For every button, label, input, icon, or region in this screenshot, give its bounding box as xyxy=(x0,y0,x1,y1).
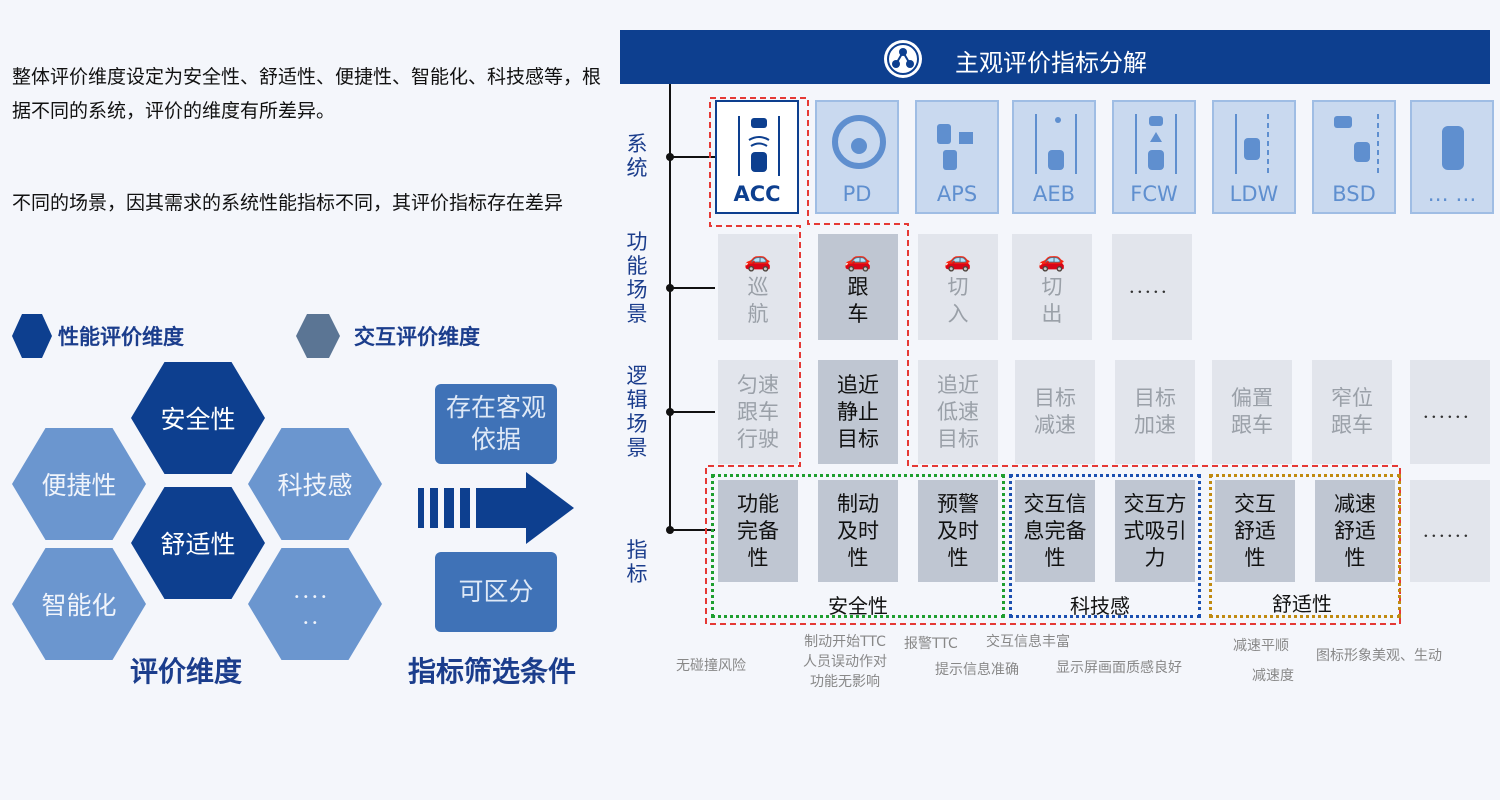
scenario-label: 切入 xyxy=(947,274,969,326)
header-title: 主观评价指标分解 xyxy=(955,49,1147,77)
intro-paragraph-2: 不同的场景，因其需求的系统性能指标不同，其评价指标存在差异 xyxy=(12,192,564,214)
share-nodes-icon xyxy=(884,40,922,78)
intro-paragraph-1: 整体评价维度设定为安全性、舒适性、便捷性、智能化、科技感等，根据不同的系统，评价… xyxy=(12,66,602,122)
safety-group-label: 安全性 xyxy=(828,594,888,618)
criteria-label: 指标筛选条件 xyxy=(408,655,577,688)
scenario-cut-in[interactable]: 🚗 切入 xyxy=(918,234,998,340)
logic-item[interactable]: 窄位跟车 xyxy=(1312,360,1392,464)
hex-more: ．．．． ．． xyxy=(248,548,382,660)
metric-item[interactable]: 功能完备性 xyxy=(718,480,798,582)
interaction-legend-hex xyxy=(296,314,340,358)
hex-comfort: 舒适性 xyxy=(131,487,265,599)
row-label-metric: 指标 xyxy=(626,538,648,586)
metric-more[interactable]: ．．．．．． xyxy=(1410,480,1490,582)
system-label: FCW xyxy=(1130,182,1178,206)
hex-tech: 科技感 xyxy=(248,428,382,540)
note-no-collision: 无碰撞风险 xyxy=(676,658,746,674)
system-label: BSD xyxy=(1332,182,1376,206)
header-bar xyxy=(620,30,1490,84)
tech-group-label: 科技感 xyxy=(1070,594,1130,618)
logic-item[interactable]: 匀速跟车行驶 xyxy=(718,360,798,464)
cars-icon: 🚗 xyxy=(944,247,972,273)
note-line: 功能无影响 xyxy=(810,674,880,690)
logic-item[interactable]: 目标加速 xyxy=(1115,360,1195,464)
scenario-cruise[interactable]: 🚗 巡航 xyxy=(718,234,798,340)
scenario-label: 巡航 xyxy=(747,274,769,326)
performance-legend-hex xyxy=(12,314,52,358)
performance-legend-label: 性能评价维度 xyxy=(58,325,184,349)
scenario-label: 切出 xyxy=(1041,274,1063,326)
system-aeb[interactable]: AEB xyxy=(1012,100,1096,214)
note-brake-ttc: 制动开始TTC 人员误动作对 功能无影响 xyxy=(795,632,895,692)
selection-path xyxy=(705,97,1401,625)
system-ldw[interactable]: LDW xyxy=(1212,100,1296,214)
criteria-distinguishable-box: 可区分 xyxy=(435,552,557,632)
steering-wheel-icon xyxy=(832,115,886,169)
system-label: AEB xyxy=(1032,182,1076,206)
cars-icon: 🚗 xyxy=(1038,247,1066,273)
note-line: 制动开始TTC xyxy=(804,634,886,650)
system-bsd[interactable]: BSD xyxy=(1312,100,1396,214)
warning-car-icon xyxy=(1135,114,1177,174)
tree-connector xyxy=(666,84,715,534)
interaction-legend-label: 交互评价维度 xyxy=(354,325,480,349)
note-decel-rate: 减速度 xyxy=(1252,668,1294,684)
hex-intelligence: 智能化 xyxy=(12,548,146,660)
row-label-logic: 逻辑场景 xyxy=(626,364,648,460)
scenario-follow[interactable]: 🚗 跟车 xyxy=(818,234,898,340)
logic-item[interactable]: 偏置跟车 xyxy=(1212,360,1292,464)
metric-item[interactable]: 交互方式吸引力 xyxy=(1115,480,1195,582)
logic-more[interactable]: ．．．．．． xyxy=(1410,360,1490,464)
acc-car-icon xyxy=(738,116,780,176)
comfort-group xyxy=(1209,474,1401,618)
system-fcw[interactable]: FCW xyxy=(1112,100,1196,214)
safety-group xyxy=(711,474,1005,618)
eval-dimension-label: 评价维度 xyxy=(130,655,243,688)
system-pd[interactable]: PD xyxy=(815,100,899,214)
hex-more-line1: ．．．． xyxy=(292,582,338,603)
parking-icon xyxy=(937,124,973,170)
note-line: 人员误动作对 xyxy=(803,654,887,670)
system-aps[interactable]: APS xyxy=(915,100,999,214)
system-label: APS xyxy=(936,182,978,206)
note-smooth-decel: 减速平顺 xyxy=(1233,638,1289,654)
logic-item[interactable]: 目标减速 xyxy=(1015,360,1095,464)
blind-spot-icon xyxy=(1334,114,1379,174)
cars-icon: 🚗 xyxy=(744,247,772,273)
scenario-more[interactable]: ．．．．． xyxy=(1112,234,1192,340)
hex-more-line2: ．． xyxy=(301,608,329,629)
note-icon-aesthetic: 图标形象美观、生动 xyxy=(1316,648,1442,664)
criteria-objective-box: 存在客观依据 xyxy=(435,384,557,464)
metric-item[interactable]: 减速舒适性 xyxy=(1315,480,1395,582)
lane-departure-icon xyxy=(1235,114,1269,174)
tech-group xyxy=(1009,474,1201,618)
arrow-right-icon xyxy=(418,472,574,544)
row-label-system: 系统 xyxy=(626,132,648,180)
logic-item[interactable]: 追近静止目标 xyxy=(818,360,898,464)
hex-safety: 安全性 xyxy=(131,362,265,474)
note-prompt-accurate: 提示信息准确 xyxy=(935,662,1019,678)
metric-item[interactable]: 制动及时性 xyxy=(818,480,898,582)
note-info-rich: 交互信息丰富 xyxy=(986,634,1070,650)
system-label: ACC xyxy=(733,182,781,206)
hex-convenience: 便捷性 xyxy=(12,428,146,540)
scenario-label: 跟车 xyxy=(847,274,869,326)
cars-icon: 🚗 xyxy=(844,247,872,273)
note-alarm-ttc: 报警TTC xyxy=(904,636,958,652)
system-label: … … xyxy=(1427,182,1477,206)
system-label: PD xyxy=(842,182,872,206)
car-icon xyxy=(1442,126,1464,170)
comfort-group-label: 舒适性 xyxy=(1272,592,1332,616)
logic-item[interactable]: 追近低速目标 xyxy=(918,360,998,464)
system-acc[interactable]: ACC xyxy=(715,100,799,214)
metric-item[interactable]: 交互舒适性 xyxy=(1215,480,1295,582)
note-display-quality: 显示屏画面质感良好 xyxy=(1056,660,1182,676)
pedestrian-car-icon xyxy=(1035,114,1077,174)
system-label: LDW xyxy=(1229,182,1279,206)
system-more[interactable]: … … xyxy=(1410,100,1494,214)
row-label-scenario: 功能场景 xyxy=(626,230,648,326)
scenario-cut-out[interactable]: 🚗 切出 xyxy=(1012,234,1092,340)
metric-item[interactable]: 交互信息完备性 xyxy=(1015,480,1095,582)
metric-item[interactable]: 预警及时性 xyxy=(918,480,998,582)
